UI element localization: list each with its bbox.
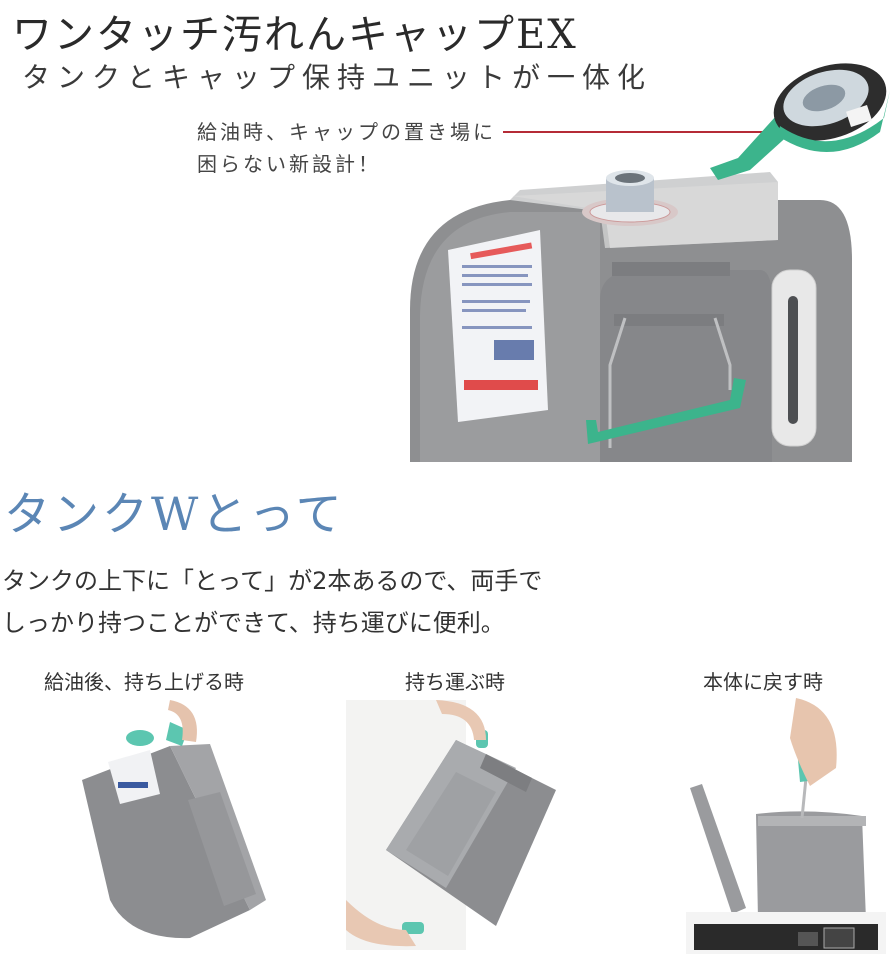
section-title: タンクWとって <box>4 487 345 541</box>
tank-hero-photo <box>400 60 894 462</box>
product-subtitle: タンクとキャップ保持ユニットが一体化 <box>22 61 653 94</box>
carrying-tank-photo <box>346 700 561 950</box>
lifting-tank-photo <box>70 700 270 945</box>
callout-line-1: 給油時、キャップの置き場に <box>197 120 496 144</box>
callout-leader-line <box>503 131 765 133</box>
description-line-1: タンクの上下に「とって」が2本あるので、両手で <box>2 567 543 595</box>
description-line-2: しっかり持つことができて、持ち運びに便利。 <box>2 609 505 637</box>
step-caption-carrying: 持ち運ぶ時 <box>405 670 505 694</box>
product-title: ワンタッチ汚れんキャップEX <box>12 12 578 58</box>
section-description: タンクの上下に「とって」が2本あるので、両手で しっかり持つことができて、持ち運… <box>2 560 542 644</box>
returning-tank-photo <box>686 698 886 954</box>
callout-line-2: 困らない新設計！ <box>197 152 381 176</box>
step-caption-lifting: 給油後、持ち上げる時 <box>44 670 244 694</box>
step-caption-returning: 本体に戻す時 <box>703 670 823 694</box>
cap-callout: 給油時、キャップの置き場に 困らない新設計！ <box>197 116 496 180</box>
